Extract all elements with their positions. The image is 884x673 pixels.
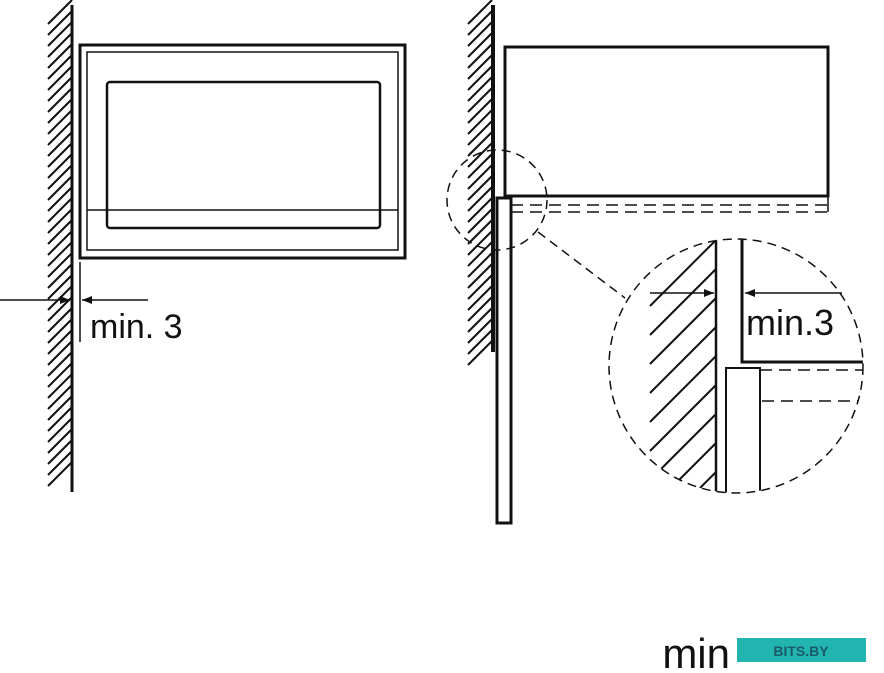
hatch-line xyxy=(467,32,493,58)
hatch-line xyxy=(467,65,493,91)
hatch-line xyxy=(47,230,73,256)
hatch-line xyxy=(467,76,493,102)
hatch-line xyxy=(467,186,493,212)
hatch-line xyxy=(467,285,493,311)
hatch-line xyxy=(47,109,73,135)
hatch-line xyxy=(47,65,73,91)
right-wall xyxy=(467,0,495,366)
watermark-banner xyxy=(737,638,866,662)
hatch-line xyxy=(47,208,73,234)
watermark-text: BITS.BY xyxy=(773,643,829,659)
hatch-line xyxy=(47,131,73,157)
hatch-line xyxy=(47,263,73,289)
hatch-line xyxy=(467,274,493,300)
detail-dimension-label: min.3 xyxy=(746,302,834,343)
left-dimension-label: min. 3 xyxy=(90,308,183,346)
hatch-line xyxy=(467,120,493,146)
hatch-line xyxy=(47,285,73,311)
hatch-line xyxy=(47,219,73,245)
hatch-line xyxy=(47,10,73,36)
hatch-line xyxy=(467,219,493,245)
hatch-line xyxy=(467,197,493,223)
hatch-line xyxy=(47,142,73,168)
hatch-line xyxy=(467,230,493,256)
hatch-line xyxy=(47,43,73,69)
hatch-line xyxy=(467,307,493,333)
hatch-line xyxy=(47,120,73,146)
hatch-line xyxy=(47,406,73,432)
hatch-line xyxy=(47,340,73,366)
microwave-side xyxy=(495,45,830,525)
bottom-partial-label: min xyxy=(662,630,730,673)
hatch-line xyxy=(47,417,73,443)
hatch-line xyxy=(467,0,493,25)
hatch-line xyxy=(47,395,73,421)
hatch-line xyxy=(467,98,493,124)
hatch-line xyxy=(467,296,493,322)
hatch-line xyxy=(47,351,73,377)
hatch-line xyxy=(47,362,73,388)
hatch-line xyxy=(47,428,73,454)
detail-view xyxy=(649,239,863,493)
hatch-line xyxy=(649,268,717,336)
hatch-line xyxy=(467,329,493,355)
left-dimension xyxy=(0,262,148,342)
hatch-line xyxy=(467,340,493,366)
hatch-line xyxy=(47,373,73,399)
hatch-line xyxy=(47,307,73,333)
hatch-line xyxy=(467,263,493,289)
hatch-line xyxy=(47,197,73,223)
hatch-line xyxy=(467,131,493,157)
hatch-line xyxy=(467,318,493,344)
hatch-line xyxy=(467,109,493,135)
hatch-line xyxy=(467,175,493,201)
hatch-line xyxy=(47,186,73,212)
hatch-line xyxy=(649,297,717,365)
hatch-line xyxy=(47,87,73,113)
hatch-line xyxy=(649,442,717,493)
hatch-line xyxy=(467,142,493,168)
hatch-line xyxy=(47,241,73,267)
hatch-line xyxy=(47,318,73,344)
hatch-line xyxy=(47,76,73,102)
hatch-line xyxy=(467,208,493,234)
hatch-line xyxy=(467,252,493,278)
hatch-line xyxy=(649,384,717,452)
hatch-line xyxy=(47,439,73,465)
hatch-line xyxy=(467,54,493,80)
hatch-line xyxy=(47,153,73,179)
hatch-line xyxy=(467,43,493,69)
hatch-line xyxy=(47,21,73,47)
hatch-line xyxy=(467,87,493,113)
hatch-line xyxy=(47,32,73,58)
microwave-front xyxy=(78,43,407,260)
hatch-line xyxy=(47,252,73,278)
hatch-line xyxy=(467,241,493,267)
hatch-line xyxy=(47,450,73,476)
hatch-line xyxy=(467,164,493,190)
hatch-line xyxy=(47,0,73,25)
hatch-line xyxy=(649,413,717,481)
hatch-line xyxy=(467,21,493,47)
hatch-line xyxy=(467,10,493,36)
hatch-line xyxy=(47,54,73,80)
left-wall xyxy=(47,0,74,492)
hatch-line xyxy=(47,384,73,410)
hatch-line xyxy=(649,239,717,307)
hatch-line xyxy=(47,274,73,300)
hatch-line xyxy=(47,164,73,190)
hatch-line xyxy=(47,175,73,201)
hatch-line xyxy=(649,471,717,493)
hatch-line xyxy=(47,98,73,124)
hatch-line xyxy=(467,153,493,179)
hatch-line xyxy=(47,329,73,355)
hatch-line xyxy=(649,326,717,394)
hatch-line xyxy=(649,355,717,423)
hatch-line xyxy=(47,461,73,487)
